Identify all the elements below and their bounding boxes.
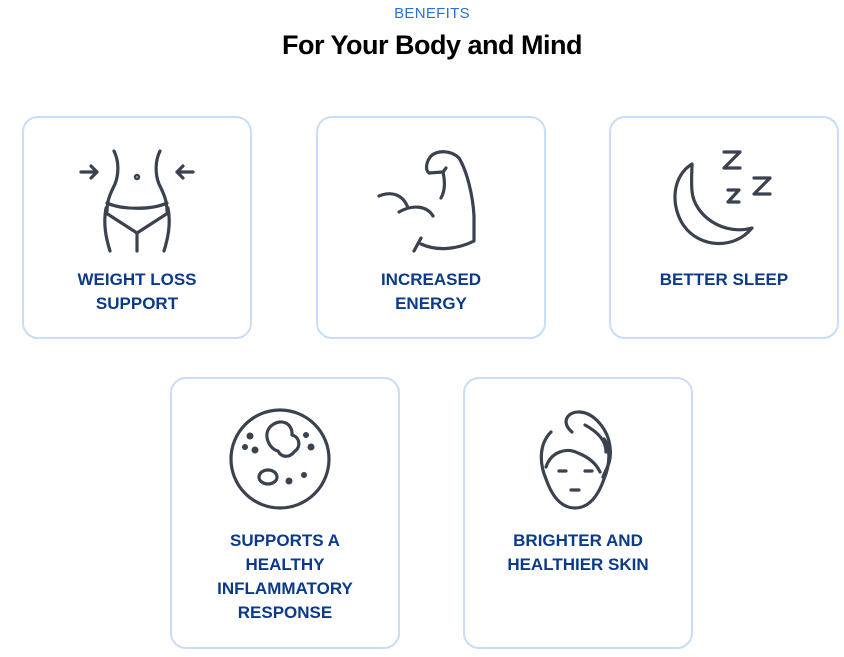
face-towel-icon [539, 410, 612, 510]
moon-sleep-icon [673, 150, 772, 246]
benefit-label: INCREASED ENERGY [380, 270, 482, 313]
benefit-label: BETTER SLEEP [659, 270, 789, 289]
flexed-arm-icon [377, 150, 476, 253]
benefit-label: BRIGHTER AND HEALTHIER SKIN [507, 531, 649, 574]
benefit-card-inflammatory: SUPPORTS A HEALTHY INFLAMMATORY RESPONSE [170, 377, 400, 649]
benefit-card-weight-loss: WEIGHT LOSS SUPPORT [22, 116, 252, 339]
benefit-label: WEIGHT LOSS SUPPORT [77, 270, 197, 313]
benefit-card-sleep: BETTER SLEEP [609, 116, 839, 339]
cell-icon [229, 408, 331, 510]
benefit-card-energy: INCREASED ENERGY [316, 116, 546, 339]
section-title: For Your Body and Mind [282, 30, 583, 60]
benefit-card-skin: BRIGHTER AND HEALTHIER SKIN [463, 377, 693, 649]
waist-icon [79, 149, 195, 253]
section-eyebrow: BENEFITS [394, 5, 470, 22]
benefit-label: SUPPORTS A HEALTHY INFLAMMATORY RESPONSE [217, 531, 353, 622]
